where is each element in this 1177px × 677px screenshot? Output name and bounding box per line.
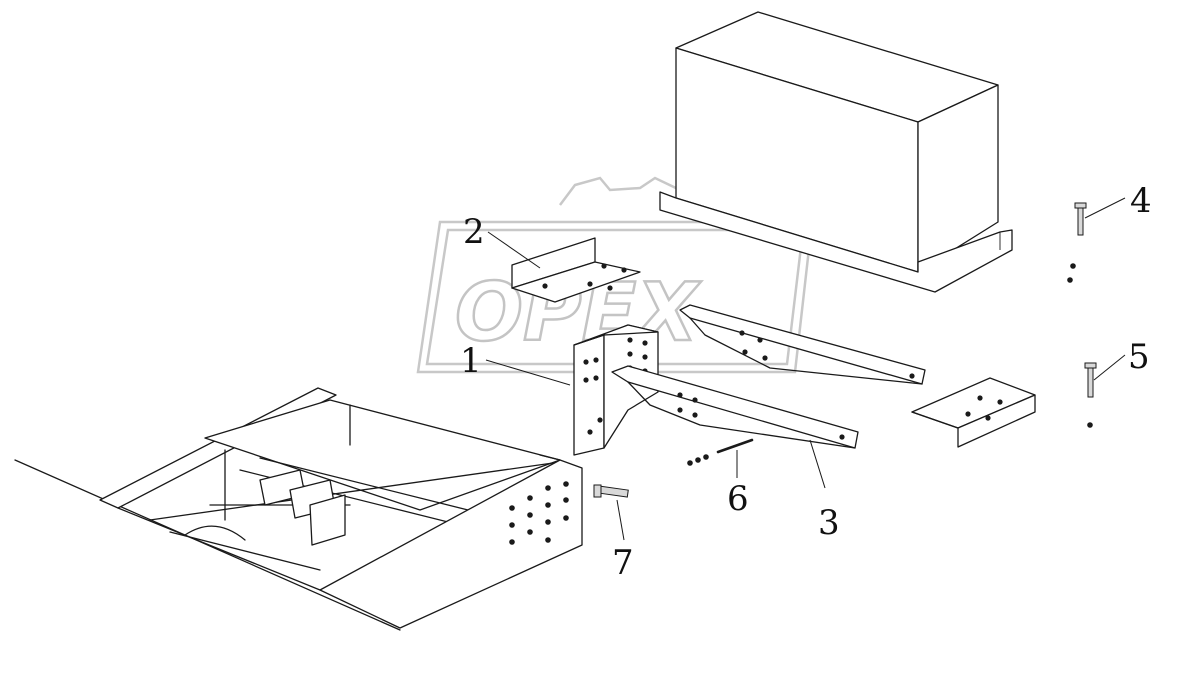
part-1-upright-bracket [573,324,659,456]
leader-5 [1093,354,1126,381]
part-7-bolt [593,484,629,498]
chassis-frame [14,387,583,631]
part-2-bracket-plate [511,237,641,303]
leader-3 [809,439,826,489]
right-mounting-plate [911,377,1036,448]
part-6-bolt [687,438,754,466]
callout-7: 7 [612,543,634,583]
callout-1: 1 [460,341,482,381]
callout-2: 2 [463,212,485,252]
callout-labels: 1 2 3 4 5 6 7 [460,181,1152,583]
part-4-bolt [1067,202,1087,283]
callout-5: 5 [1128,337,1150,377]
leader-7 [616,499,625,541]
leader-4 [1084,197,1126,219]
callout-6: 6 [727,479,749,519]
part-5-bolt [1084,362,1097,428]
callout-3: 3 [818,503,840,543]
leader-1 [485,359,571,386]
battery-box [659,11,1013,293]
leader-2 [487,231,541,269]
part-3-support-arms [611,304,926,449]
callout-4: 4 [1130,181,1152,221]
watermark-frame [416,220,814,374]
leader-lines [485,197,1126,541]
